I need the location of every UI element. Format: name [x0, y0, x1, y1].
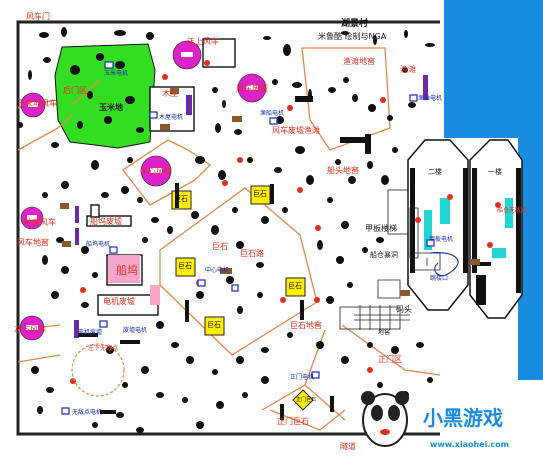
ship-stairs — [377, 189, 441, 299]
label-center-generator: 中心电机 — [205, 267, 230, 274]
label-deck-stairs: 甲板楼梯 — [365, 224, 397, 233]
label-boulder-path: 巨石路 — [240, 249, 264, 258]
label-windmill-gate: 风车门 — [26, 12, 50, 21]
label-boulder-6: 正门巨石 — [296, 397, 317, 403]
label-ship-head-cellar: 船头地窖 — [327, 166, 359, 175]
label-boat-dock: 船坞 — [116, 264, 138, 277]
label-beach: 渔滩 — [400, 65, 416, 74]
label-dock: 码头 — [396, 305, 412, 314]
dock — [339, 305, 410, 330]
label-boulder-2: 巨石 — [253, 190, 267, 198]
label-center-windmill: 中心风车 — [140, 167, 172, 176]
label-front-gate-area: 正门区 — [378, 355, 402, 364]
label-gate-stairs: 跳楼口 — [430, 275, 449, 282]
label-boat-ruins: 船坞废墟 — [90, 217, 122, 226]
label-ruins-generator: 废墟电机 — [123, 327, 148, 334]
label-boulder-5: 巨石 — [207, 321, 221, 329]
label-generator-near-ruins: 电机废墟 — [78, 329, 103, 336]
ship-cyan — [424, 198, 513, 258]
label-second-floor: 二楼 — [428, 168, 442, 176]
ship — [407, 139, 523, 319]
label-front-gate-generator: 正门电机 — [290, 374, 315, 381]
pink-blocks — [108, 255, 160, 305]
windmill-centers — [26, 52, 258, 330]
label-deck-generator: 甲板电机 — [429, 236, 454, 243]
obstacles — [17, 27, 435, 433]
boulders — [171, 185, 314, 411]
map-credit: 米鲁酷 绘制与NGA — [318, 32, 387, 41]
label-cellar-windmill: 地窖风车 — [24, 218, 56, 227]
label-windmill-cellar: 风车地窖 — [17, 238, 49, 247]
windmills — [19, 40, 267, 341]
label-front-gate-boulder: 正门巨石 — [277, 417, 309, 426]
label-boat-ruins-generator: 船坞电机 — [86, 241, 111, 248]
label-lower-left-no-cellar: 左下无敌点 — [88, 345, 119, 352]
label-ship-cabin-note: 船仓无敌点 — [497, 207, 528, 214]
label-boulder-cellar: 巨石地窖 — [290, 321, 322, 330]
lower-left-circle — [71, 343, 125, 397]
watermark-brand: 小黑游戏 — [423, 406, 503, 430]
label-corn-field: 玉米地 — [99, 103, 123, 112]
label-cabin-basement: 船仓暴洞 — [370, 251, 398, 259]
label-boulder-1: 巨石 — [174, 195, 188, 203]
label-lower-left-windmill: 左下风车 — [14, 325, 46, 334]
label-no-cellar-generator: 无敌点电机 — [72, 409, 103, 416]
label-corn-generator: 玉米电机 — [104, 70, 129, 77]
watermark-logo — [361, 391, 409, 447]
water-strip — [444, 0, 466, 138]
label-wood-house: 木屋 — [162, 89, 178, 98]
label-windmill-ruins-beach: 风车废墟渔滩 — [272, 126, 320, 135]
label-upper-right-windmill: 正上风车 — [187, 37, 219, 46]
label-tunnel: 隧道 — [340, 442, 356, 451]
label-boulder-4: 巨石 — [288, 282, 302, 290]
label-boulder-3: 巨石 — [178, 262, 192, 270]
hooks — [70, 60, 501, 384]
watermark-url: www.xiaohei.com — [430, 440, 509, 449]
label-rear-gate-area: 后门区 — [63, 86, 87, 95]
label-fishing-ruins-generator: 渔船电机 — [260, 110, 285, 117]
label-first-floor: 一楼 — [488, 168, 502, 176]
generators — [61, 61, 435, 415]
label-cellar: 地窖 — [378, 329, 391, 336]
ship-loops — [429, 251, 459, 277]
label-beach-generator: 渔滩电机 — [418, 95, 443, 102]
label-boulder-center: 巨石 — [212, 242, 228, 251]
water-strip-3 — [466, 0, 518, 138]
label-wood-house-generator: 木屋电机 — [159, 114, 184, 121]
crates — [60, 88, 480, 296]
ship-interior — [410, 168, 521, 305]
label-corn-windmill: 玉米地风车 — [17, 99, 57, 108]
map-title: 湖景村 — [341, 19, 369, 29]
purple-fences — [74, 75, 428, 338]
label-windmill-ruins: 风车废墟 — [236, 84, 268, 93]
label-generator-ruins: 电机废墟 — [103, 297, 135, 306]
label-fishing-cellar: 渔滩地窖 — [343, 57, 375, 66]
